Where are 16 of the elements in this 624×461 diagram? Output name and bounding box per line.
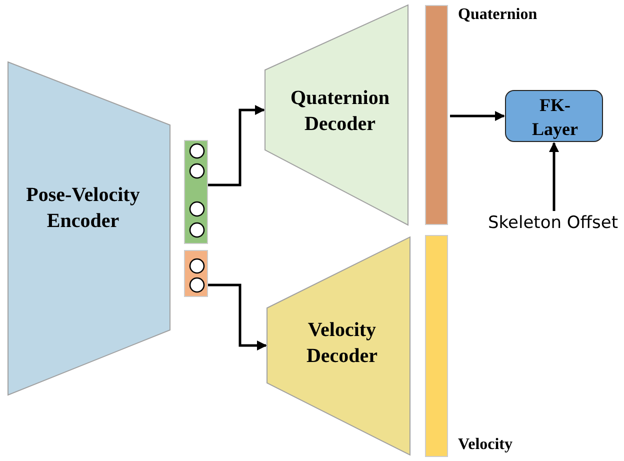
node-label: Velocity Decoder bbox=[305, 318, 379, 369]
latent-vector-bar bbox=[184, 250, 208, 297]
output-label: Quaternion bbox=[458, 6, 538, 24]
output-label: Velocity bbox=[458, 436, 513, 454]
node-label: FK-Layer bbox=[531, 94, 579, 141]
node-label: Pose-Velocity Encoder bbox=[25, 183, 141, 234]
arrow bbox=[208, 105, 265, 186]
input-label: Skeleton Offset bbox=[487, 212, 619, 235]
process-box bbox=[505, 90, 603, 142]
latent-vector-bar bbox=[184, 140, 208, 244]
arrow bbox=[208, 284, 267, 350]
arrow bbox=[450, 111, 505, 121]
output-bar bbox=[425, 235, 448, 457]
output-bar bbox=[425, 5, 448, 225]
arrow bbox=[549, 142, 559, 211]
node-label: Quaternion Decoder bbox=[290, 86, 390, 137]
